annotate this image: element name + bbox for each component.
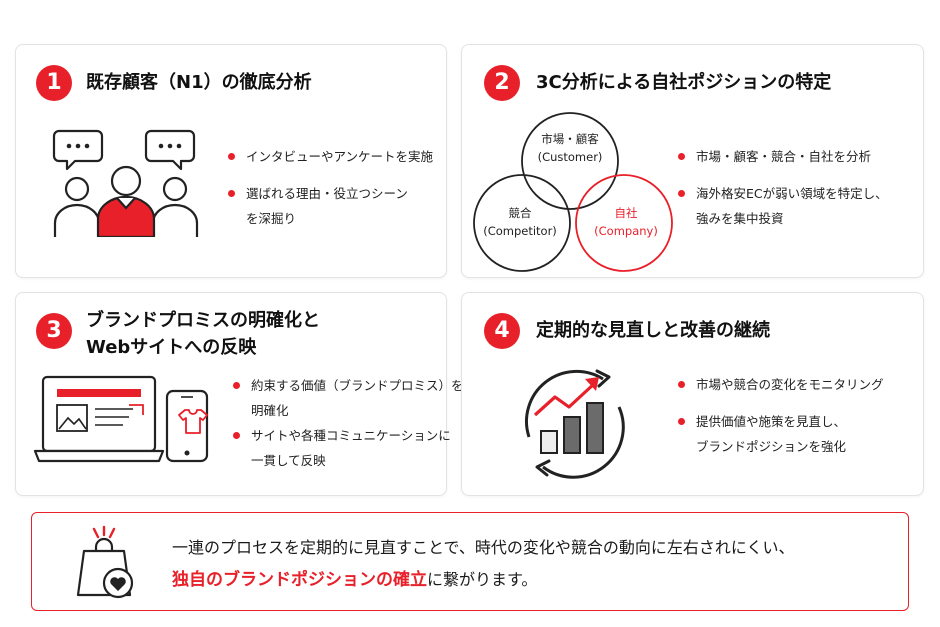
conclusion-highlight: 独自のブランドポジションの確立 xyxy=(172,570,427,590)
venn-label-competitor-en: (Competitor) xyxy=(483,224,557,238)
conclusion-box: 一連のプロセスを定期的に見直すことで、時代の変化や競合の動向に左右されにくい、 … xyxy=(31,512,909,611)
step-title: 既存顧客（N1）の徹底分析 xyxy=(86,72,312,93)
step-title: 定期的な見直しと改善の継続 xyxy=(536,320,770,341)
growth-cycle-chart-icon xyxy=(525,369,625,479)
venn-label-competitor: 競合 xyxy=(509,206,532,220)
shopping-bag-heart-icon xyxy=(76,525,134,599)
step-card-2: 2 3C分析による自社ポジションの特定 市場・顧客 (Customer) 競合 … xyxy=(461,44,924,278)
venn-label-company: 自社 xyxy=(615,206,638,220)
bullet-item: サイトや各種コミュニケーションに一貫して反映 xyxy=(231,423,464,473)
step-number-badge: 1 xyxy=(36,65,72,101)
step-number-badge: 2 xyxy=(484,65,520,101)
bullet-item: 選ばれる理由・役立つシーンを深掘り xyxy=(226,181,433,231)
bullet-item: 海外格安ECが弱い領域を特定し、強みを集中投資 xyxy=(676,181,888,231)
step-card-1: 1 既存顧客（N1）の徹底分析 インタビューやアンケートを実施 選ばれる理由・役… xyxy=(15,44,447,278)
laptop-and-smartphone-icon xyxy=(33,375,209,463)
venn-circle-competitor xyxy=(473,174,571,272)
bullet-item: インタビューやアンケートを実施 xyxy=(226,144,433,169)
conclusion-text-line2: 独自のブランドポジションの確立に繋がります。 xyxy=(172,570,538,590)
venn-circle-customer xyxy=(521,112,619,210)
step-card-4: 4 定期的な見直しと改善の継続 市場や競合の変化をモニタリング 提供価値や施策を… xyxy=(461,292,924,496)
venn-label-customer: 市場・顧客 xyxy=(541,132,599,146)
bullet-item: 市場・顧客・競合・自社を分析 xyxy=(676,144,888,169)
bullet-item: 約束する価値（ブランドプロミス）を明確化 xyxy=(231,373,464,423)
bullet-item: 市場や競合の変化をモニタリング xyxy=(676,372,884,397)
conclusion-text-line1: 一連のプロセスを定期的に見直すことで、時代の変化や競合の動向に左右されにくい、 xyxy=(172,538,795,557)
bullet-list: 市場・顧客・競合・自社を分析 海外格安ECが弱い領域を特定し、強みを集中投資 xyxy=(676,144,888,231)
customers-with-speech-bubbles-icon xyxy=(52,129,199,237)
venn-circle-company xyxy=(575,174,673,272)
step-title: 3C分析による自社ポジションの特定 xyxy=(536,72,832,93)
3c-venn-diagram: 市場・顧客 (Customer) 競合 (Competitor) 自社 (Com… xyxy=(473,112,673,272)
step-number-badge: 4 xyxy=(484,313,520,349)
bullet-list: インタビューやアンケートを実施 選ばれる理由・役立つシーンを深掘り xyxy=(226,144,433,231)
bullet-item: 提供価値や施策を見直し、ブランドポジションを強化 xyxy=(676,409,884,459)
bullet-list: 市場や競合の変化をモニタリング 提供価値や施策を見直し、ブランドポジションを強化 xyxy=(676,372,884,459)
step-number-badge: 3 xyxy=(36,313,72,349)
bullet-list: 約束する価値（ブランドプロミス）を明確化 サイトや各種コミュニケーションに一貫し… xyxy=(231,373,464,473)
venn-label-customer-en: (Customer) xyxy=(538,150,603,164)
venn-label-company-en: (Company) xyxy=(594,224,658,238)
